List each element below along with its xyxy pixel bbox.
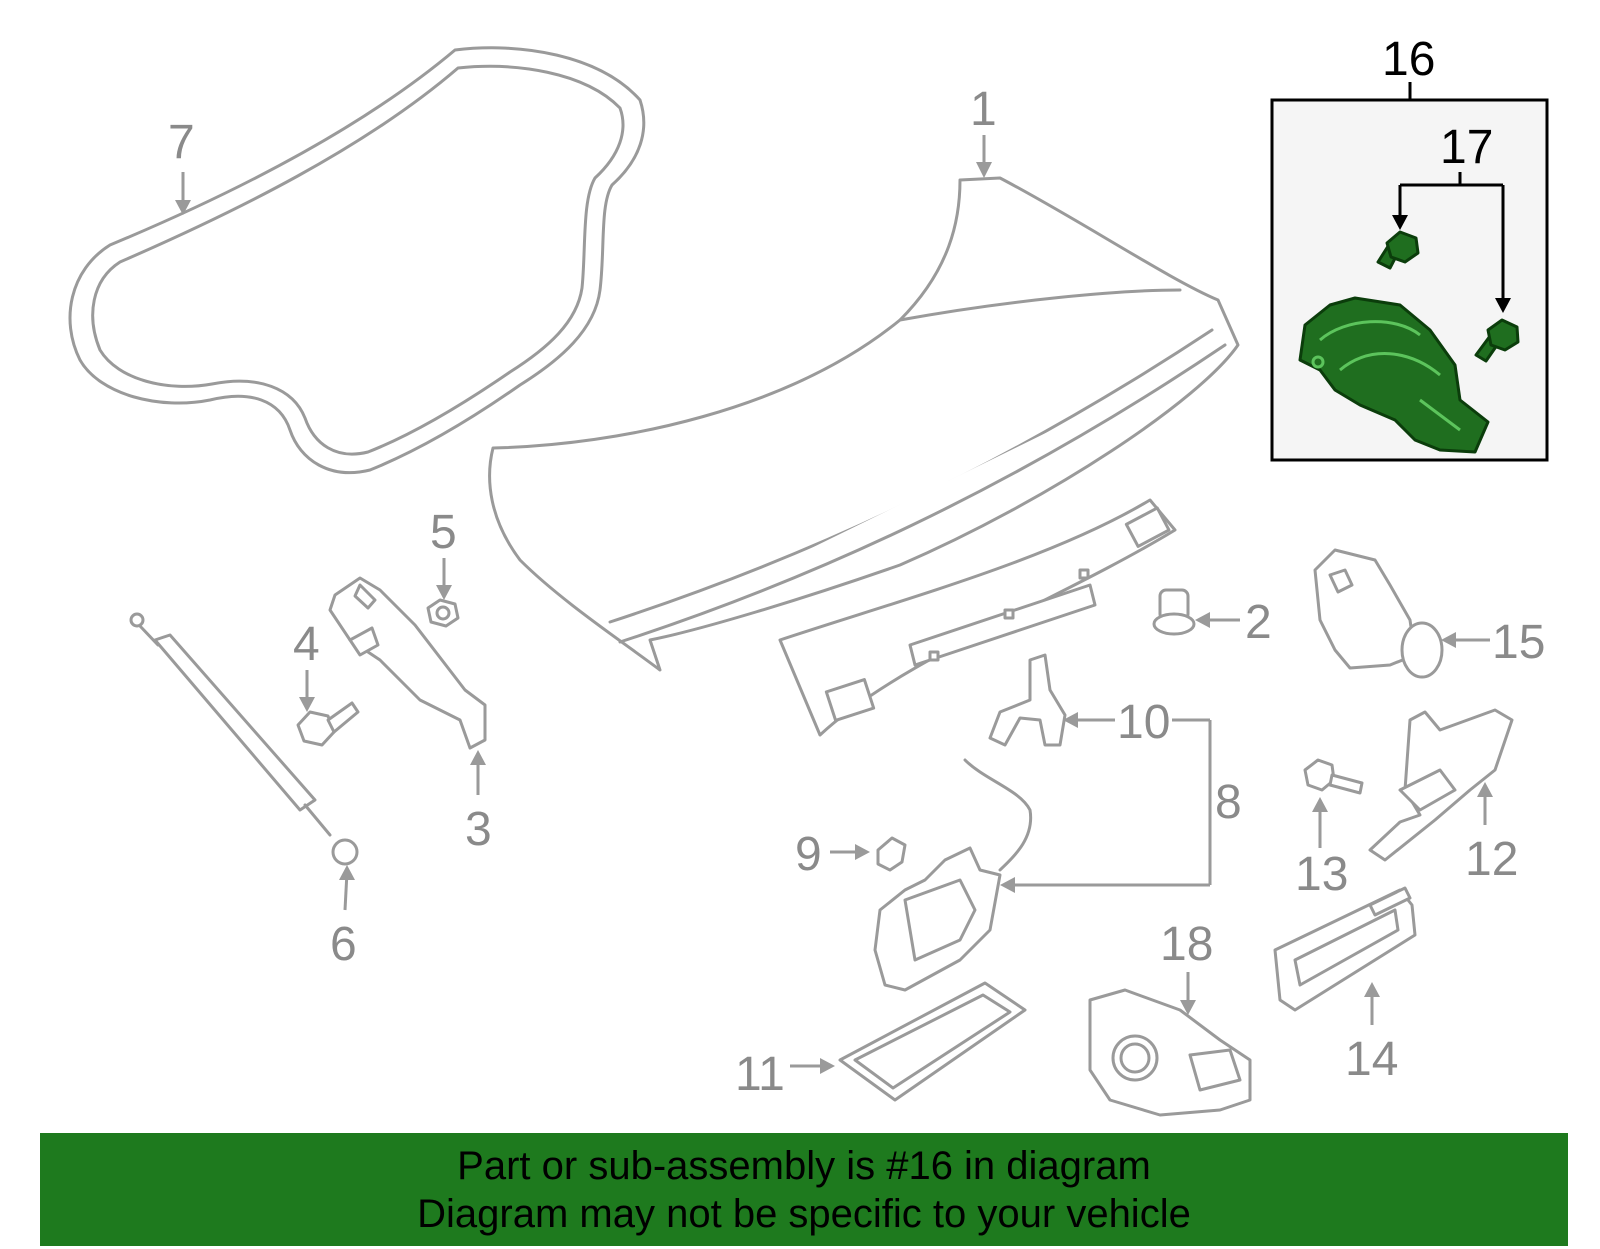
callout-6: 6: [330, 865, 357, 971]
info-banner: Part or sub-assembly is #16 in diagram D…: [40, 1133, 1568, 1246]
callout-17: 17: [1392, 121, 1511, 313]
svg-text:9: 9: [795, 828, 822, 881]
callout-11: 11: [735, 1048, 835, 1101]
part-14-handle[interactable]: [1273, 886, 1417, 1012]
svg-text:14: 14: [1345, 1033, 1398, 1086]
part-1-trunk-lid[interactable]: [488, 176, 1240, 737]
callout-12: 12: [1465, 782, 1518, 886]
part-6-strut[interactable]: [129, 612, 359, 866]
banner-line-2: Diagram may not be specific to your vehi…: [417, 1191, 1191, 1236]
svg-text:6: 6: [330, 918, 357, 971]
part-17-bolt-lower[interactable]: [1474, 318, 1520, 363]
callout-16: 16: [1382, 33, 1435, 100]
callout-15: 15: [1441, 616, 1545, 669]
svg-text:5: 5: [430, 506, 457, 559]
callout-8: 8: [1215, 776, 1242, 829]
part-9-clip[interactable]: [876, 836, 907, 872]
callout-9: 9: [795, 828, 870, 881]
svg-text:17: 17: [1440, 121, 1493, 174]
part-16-bracket[interactable]: [1298, 296, 1490, 454]
callout-18: 18: [1160, 918, 1213, 1015]
banner-line-1: Part or sub-assembly is #16 in diagram: [457, 1143, 1151, 1188]
part-15-camera[interactable]: [1313, 548, 1444, 679]
svg-text:7: 7: [168, 116, 195, 169]
svg-text:12: 12: [1465, 833, 1518, 886]
part-10-bracket[interactable]: [988, 653, 1067, 747]
svg-text:15: 15: [1492, 616, 1545, 669]
svg-text:13: 13: [1295, 848, 1348, 901]
part-11-pad[interactable]: [838, 981, 1027, 1102]
part-5-nut[interactable]: [426, 598, 460, 628]
callout-13: 13: [1295, 797, 1348, 901]
part-4-bolt[interactable]: [296, 701, 360, 747]
callout-7: 7: [168, 116, 195, 215]
part-17-bolt-upper[interactable]: [1376, 230, 1420, 270]
part-13-bolt[interactable]: [1303, 758, 1364, 795]
svg-text:4: 4: [293, 618, 320, 671]
svg-text:10: 10: [1117, 696, 1170, 749]
svg-text:3: 3: [465, 803, 492, 856]
svg-text:11: 11: [735, 1048, 785, 1101]
part-18-switch[interactable]: [1088, 988, 1252, 1117]
part-2-plug[interactable]: [1152, 588, 1196, 636]
callout-14: 14: [1345, 982, 1398, 1086]
part-12-bracket[interactable]: [1368, 708, 1514, 862]
callout-2: 2: [1195, 596, 1272, 649]
svg-text:16: 16: [1382, 33, 1435, 86]
svg-text:18: 18: [1160, 918, 1213, 971]
callout-4: 4: [293, 618, 320, 712]
callout-5: 5: [430, 506, 457, 600]
svg-text:1: 1: [970, 83, 997, 136]
callout-3: 3: [465, 750, 492, 856]
callout-1: 1: [970, 83, 997, 178]
svg-text:8: 8: [1215, 776, 1242, 829]
part-3-hinge[interactable]: [328, 576, 487, 750]
svg-text:2: 2: [1245, 596, 1272, 649]
part-8-latch[interactable]: [873, 758, 1033, 992]
part-7-weatherstrip[interactable]: [68, 46, 646, 475]
callout-10: 10: [1000, 696, 1212, 893]
